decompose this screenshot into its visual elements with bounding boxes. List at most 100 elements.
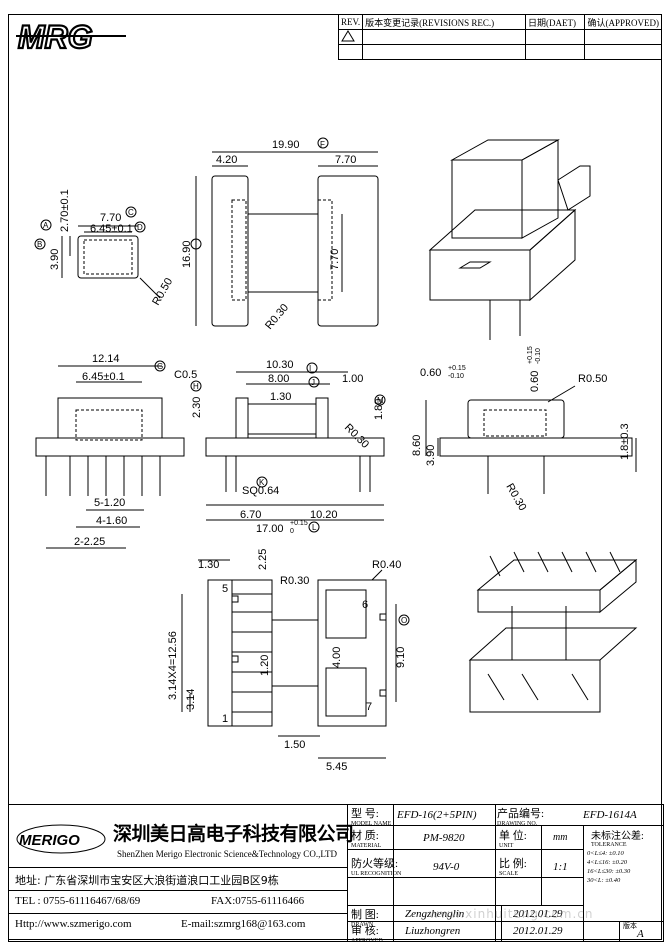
- tag-b: B: [37, 240, 42, 249]
- right-h3-label: 1.8±0.3: [619, 423, 631, 460]
- bottom-radius1-label: R0.30: [280, 575, 309, 587]
- circled-tags: [34, 137, 410, 626]
- http-link[interactable]: Http://www.szmerigo.com: [15, 918, 132, 930]
- tag-h: H: [193, 382, 199, 391]
- right-d2-tol-upper: +0.15: [527, 346, 534, 364]
- material-label-text: 材 质:: [351, 830, 379, 842]
- bottom-radius2-label: R0.40: [372, 559, 401, 571]
- tag-k: K: [259, 478, 265, 487]
- tolerance-list: 0<L≤4: ±0.10 4<L≤16: ±0.20 16<L≤30: ±0.3…: [587, 849, 630, 885]
- pin-label-5: 5: [222, 583, 228, 595]
- right-d1-tol-lower: -0.10: [448, 373, 464, 380]
- bottom-pitch-label: 3.14X4=12.56: [167, 631, 179, 700]
- unit-label-text: 单 位:: [499, 830, 527, 842]
- front-view: [35, 365, 185, 549]
- section-h-label: 2.30: [191, 397, 203, 418]
- tol-line-3: 16<L≤30: ±0.30: [587, 868, 631, 875]
- section-total-tol-lower: 0: [290, 528, 294, 535]
- drawing-label-text: 产品编号:: [497, 808, 545, 820]
- top-height-label: 16.90: [181, 240, 193, 268]
- approved-value: Liuzhongren: [405, 925, 461, 937]
- side-small-view: [61, 225, 161, 299]
- right-d1-tol-upper: +0.15: [448, 365, 466, 372]
- bottom-d4-label: 1.20: [259, 655, 271, 676]
- section-top-label: 10.30: [266, 359, 294, 371]
- tolerance-label-text: 未标注公差:: [591, 831, 644, 842]
- tag-d: D: [137, 223, 143, 232]
- section-chamfer-label: C0.5: [174, 369, 197, 381]
- section-wall-label: 1.00: [342, 373, 363, 385]
- front-width-label: 12.14: [92, 353, 120, 365]
- section-inner-label: 8.00: [268, 373, 289, 385]
- right-view: [425, 385, 637, 494]
- outer-frame: [8, 14, 662, 940]
- unit-label: 单 位: UNIT: [499, 827, 527, 849]
- right-h2-label: 3.90: [425, 445, 437, 466]
- fire-label: 防火等级: UL RECOGNITION: [351, 855, 401, 877]
- right-radius-label: R0.50: [578, 373, 607, 385]
- scale-label: 比 例: SCALE: [499, 855, 527, 877]
- pin-label-1: 1: [222, 713, 228, 725]
- top-width-label: 19.90: [272, 139, 300, 151]
- tag-m: M: [377, 396, 384, 405]
- material-label: 材 质: MATERIAL: [351, 827, 381, 849]
- version-value: A: [637, 928, 644, 940]
- tol-line-2: 4<L≤16: ±0.20: [587, 859, 628, 866]
- drawing-label: 产品编号: DRAWING NO.: [497, 805, 544, 827]
- top-left-label: 4.20: [216, 154, 237, 166]
- model-label-text: 型 号:: [351, 808, 379, 820]
- model-sub-text: MODEL NAME: [351, 821, 392, 827]
- fire-label-text: 防火等级:: [351, 858, 399, 870]
- right-d2-tol-lower: -0.10: [535, 348, 542, 364]
- section-d1-label: 6.70: [240, 509, 261, 521]
- address-text: 地址: 广东省深圳市宝安区大浪街道浪口工业园B区9栋: [15, 874, 279, 887]
- front-pitch2-label: 4-1.60: [96, 515, 127, 527]
- unit-value: mm: [553, 832, 568, 843]
- approved-label: 审 核: APPROVED: [351, 922, 383, 944]
- side-h1-label: 2.70±0.1: [59, 189, 71, 232]
- model-label: 型 号: MODEL NAME: [351, 805, 391, 827]
- iso-view-bottom: [468, 551, 638, 713]
- front-pitch3-label: 2-2.25: [74, 536, 105, 548]
- material-sub-text: MATERIAL: [351, 843, 382, 849]
- rev-triangle-icon: [337, 29, 364, 45]
- tel-text: TEL : 0755-61116467/68/69: [15, 895, 141, 907]
- top-view: [195, 151, 379, 327]
- section-pin-label: SQ0.64: [242, 485, 279, 497]
- watermark: www.xinhuiteng.com.cn: [429, 907, 594, 921]
- drawn-sub-text: DRAWN: [351, 922, 374, 928]
- section-radius-label: R0.30: [342, 422, 371, 451]
- tag-i: I: [309, 364, 311, 373]
- title-block: MERIGO 深圳美日高电子科技有限公司 ShenZhen Merigo Ele…: [8, 804, 664, 944]
- mrg-logo-graphic: MRG: [16, 18, 126, 56]
- email-link[interactable]: E-mail:szmrg168@163.com: [181, 918, 306, 930]
- scale-label-text: 比 例:: [499, 858, 527, 870]
- tag-j: J: [311, 378, 315, 387]
- iso-view-top: [428, 139, 591, 340]
- tag-c: C: [128, 208, 134, 217]
- top-inner-label: 7.70: [329, 249, 341, 270]
- tag-a: A: [43, 221, 49, 230]
- approved-date: 2012.01.29: [513, 925, 563, 937]
- section-total-label: 17.00: [256, 523, 284, 535]
- logo-text: MRG: [18, 20, 93, 54]
- drawn-value: Zengzhenglin: [405, 908, 465, 920]
- side-inner-label: 6.45±0.1: [90, 223, 133, 235]
- right-d1-label: 0.60: [420, 367, 441, 379]
- tag-o: O: [401, 616, 407, 625]
- drawing-sub-text: DRAWING NO.: [497, 821, 538, 827]
- revisions-table: REV. 版本变更记录(REVISIONS REC.) 日期(DAET) 确认(…: [337, 14, 662, 60]
- merigo-logo-text: MERIGO: [19, 832, 80, 849]
- side-width-label: 7.70: [100, 212, 121, 224]
- section-h2-label: 1.80: [373, 399, 385, 420]
- tol-line-4: 30<L: ±0.40: [587, 877, 621, 884]
- tol-line-1: 0<L≤4: ±0.10: [587, 850, 624, 857]
- approved-label-text: 审 核:: [351, 925, 379, 937]
- bottom-d7-label: 1.50: [284, 739, 305, 751]
- company-name-en: ShenZhen Merigo Electronic Science&Techn…: [117, 849, 337, 859]
- tag-g: G: [157, 362, 163, 371]
- scale-sub-text: SCALE: [499, 871, 519, 877]
- pin-label-6: 6: [362, 599, 368, 611]
- drawing-value: EFD-1614A: [583, 809, 637, 821]
